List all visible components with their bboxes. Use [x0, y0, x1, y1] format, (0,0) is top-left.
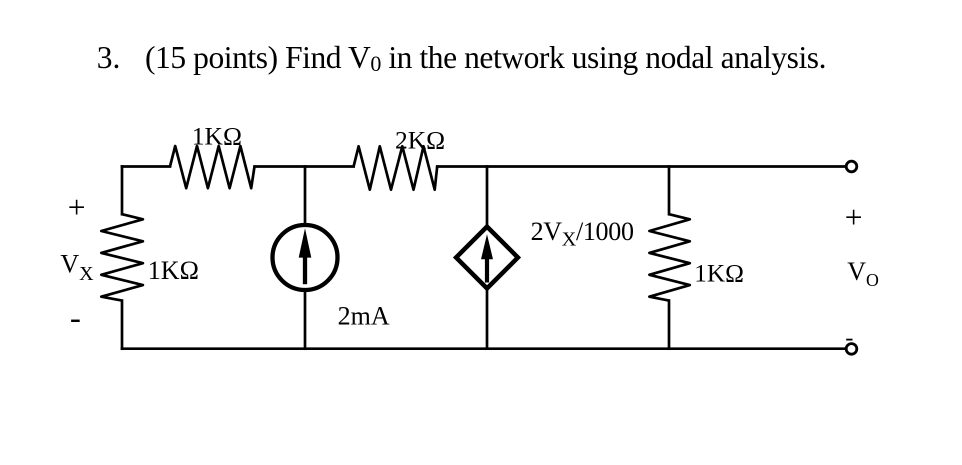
svg-text:2mA: 2mA	[338, 302, 390, 331]
svg-text:+: +	[845, 200, 863, 235]
svg-text:VO: VO	[847, 257, 879, 290]
svg-text:1KΩ: 1KΩ	[148, 256, 199, 285]
svg-text:-: -	[70, 301, 81, 337]
svg-text:1KΩ: 1KΩ	[694, 260, 744, 288]
svg-text:2KΩ: 2KΩ	[395, 126, 445, 155]
svg-text:(15 points) Find V0 in the net: (15 points) Find V0 in the network using…	[145, 40, 826, 76]
svg-text:3.: 3.	[97, 40, 121, 75]
svg-text:+: +	[68, 190, 86, 225]
svg-text:2VX/1000: 2VX/1000	[531, 217, 634, 251]
svg-text:-: -	[845, 324, 853, 351]
svg-text:1KΩ: 1KΩ	[192, 121, 242, 150]
